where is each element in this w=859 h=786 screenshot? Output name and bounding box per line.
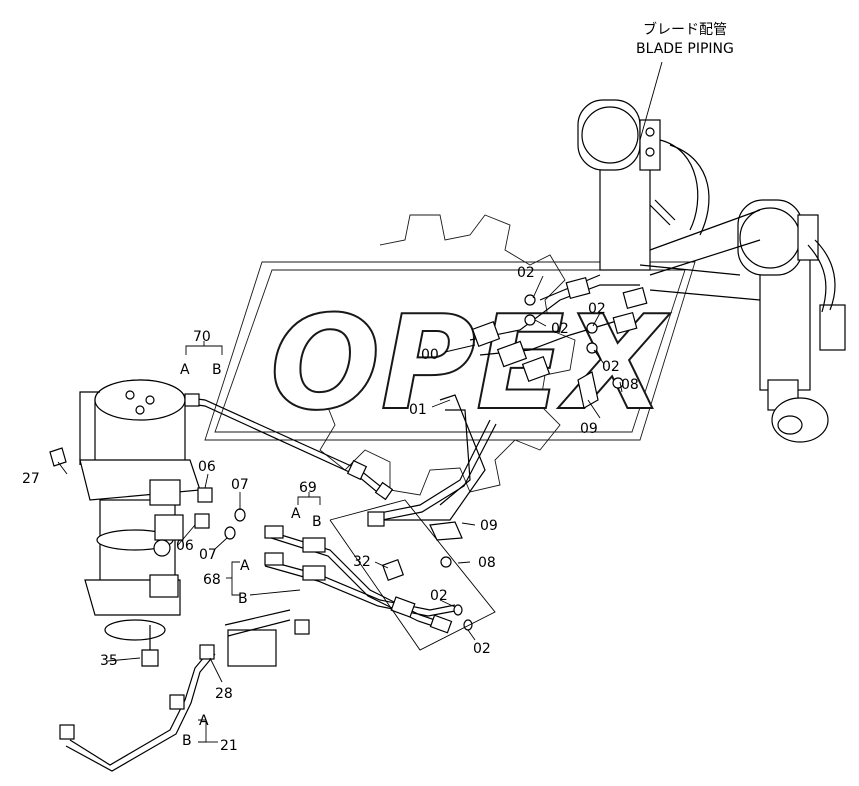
title-english: BLADE PIPING [636, 41, 734, 57]
blade-cylinders [539, 99, 846, 443]
part-label-02: 02 [551, 321, 569, 337]
part-label-02: 02 [430, 588, 448, 604]
part-label-08: 08 [621, 377, 639, 393]
title-japanese: ブレード配管 [643, 21, 727, 38]
part-label-02: 02 [602, 359, 620, 375]
part-label-02: 02 [588, 301, 606, 317]
part-label-06: 06 [198, 459, 216, 475]
part-label-02: 02 [473, 641, 491, 657]
hoses [59, 393, 497, 772]
center-fittings [380, 276, 648, 521]
connector-a: A [180, 362, 190, 378]
connector-a: A [240, 558, 250, 574]
connector-a: A [291, 506, 301, 522]
part-label-27: 27 [22, 471, 40, 487]
part-label-07: 07 [231, 477, 249, 493]
connector-b: B [182, 733, 192, 749]
swivel-joint [79, 379, 201, 641]
part-label-06: 06 [176, 538, 194, 554]
part-label-00: 00 [421, 347, 439, 363]
part-label-08: 08 [478, 555, 496, 571]
leaders [57, 275, 623, 743]
connector-b: B [312, 514, 322, 530]
part-label-09: 09 [480, 518, 498, 534]
part-label-09: 09 [580, 421, 598, 437]
part-label-70: 70 [193, 329, 211, 345]
connector-b: B [238, 591, 248, 607]
part-label-02: 02 [517, 265, 535, 281]
fittings-06-07 [49, 447, 246, 540]
part-label-01: 01 [409, 402, 427, 418]
watermark-gear [319, 214, 576, 496]
part-label-21: 21 [220, 738, 238, 754]
part-label-28: 28 [215, 686, 233, 702]
watermark-banner [204, 261, 696, 441]
part-label-32: 32 [353, 554, 371, 570]
part-label-35: 35 [100, 653, 118, 669]
part-label-68: 68 [203, 572, 221, 588]
part-label-07: 07 [199, 547, 217, 563]
part-label-69: 69 [299, 480, 317, 496]
connector-b: B [212, 362, 222, 378]
connector-a: A [199, 713, 209, 729]
